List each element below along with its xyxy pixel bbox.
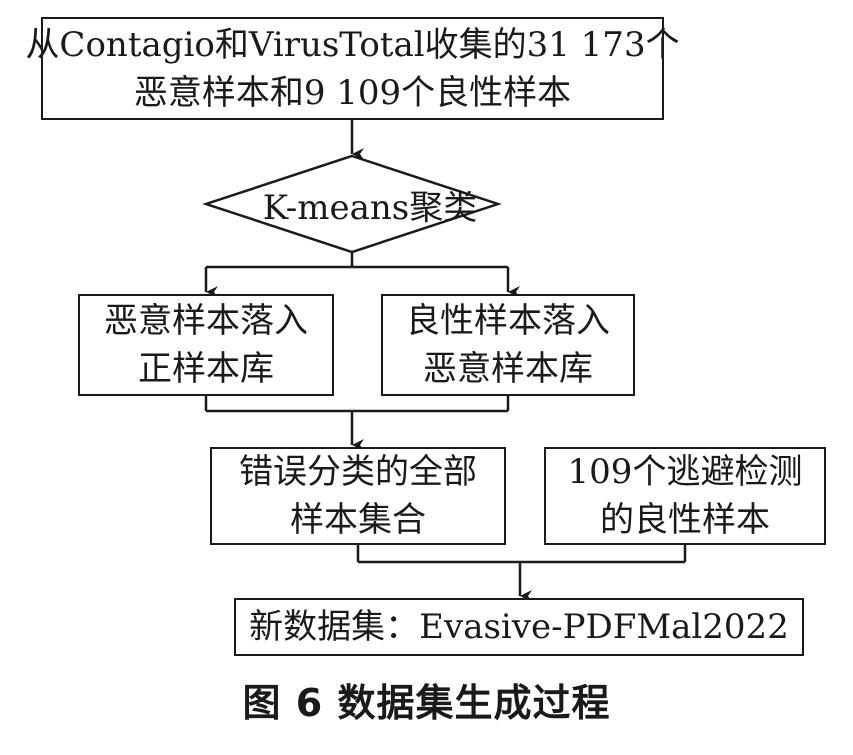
benign-branch-line-2: 恶意样本库 xyxy=(423,349,593,389)
benign-branch-box: 良性样本落入 恶意样本库 xyxy=(381,294,635,396)
evasive-benign-line-1: 109个逃避检测 xyxy=(567,452,803,492)
evasive-benign-line-2: 的良性样本 xyxy=(600,500,770,540)
decision-label: K-means聚类 xyxy=(262,187,478,228)
malicious-branch-line-2: 正样本库 xyxy=(138,349,274,389)
new-dataset-box: 新数据集：Evasive-PDFMal2022 xyxy=(234,598,804,656)
evasive-benign-box: 109个逃避检测 的良性样本 xyxy=(544,447,826,545)
source-samples-line-1: 从Contagio和VirusTotal收集的31 173个 xyxy=(25,24,680,65)
malicious-branch-line-1: 恶意样本落入 xyxy=(104,301,308,341)
figure-caption: 图 6 数据集生成过程 xyxy=(242,681,611,725)
source-samples-line-2: 恶意样本和9 109个良性样本 xyxy=(133,72,572,113)
misclassified-line-1: 错误分类的全部 xyxy=(239,452,477,492)
misclassified-line-2: 样本集合 xyxy=(290,500,426,540)
new-dataset-label: 新数据集：Evasive-PDFMal2022 xyxy=(249,607,789,647)
malicious-branch-box: 恶意样本落入 正样本库 xyxy=(78,294,334,396)
benign-branch-line-1: 良性样本落入 xyxy=(406,301,610,341)
misclassified-samples-box: 错误分类的全部 样本集合 xyxy=(210,447,506,545)
source-samples-box: 从Contagio和VirusTotal收集的31 173个 恶意样本和9 10… xyxy=(25,17,680,120)
